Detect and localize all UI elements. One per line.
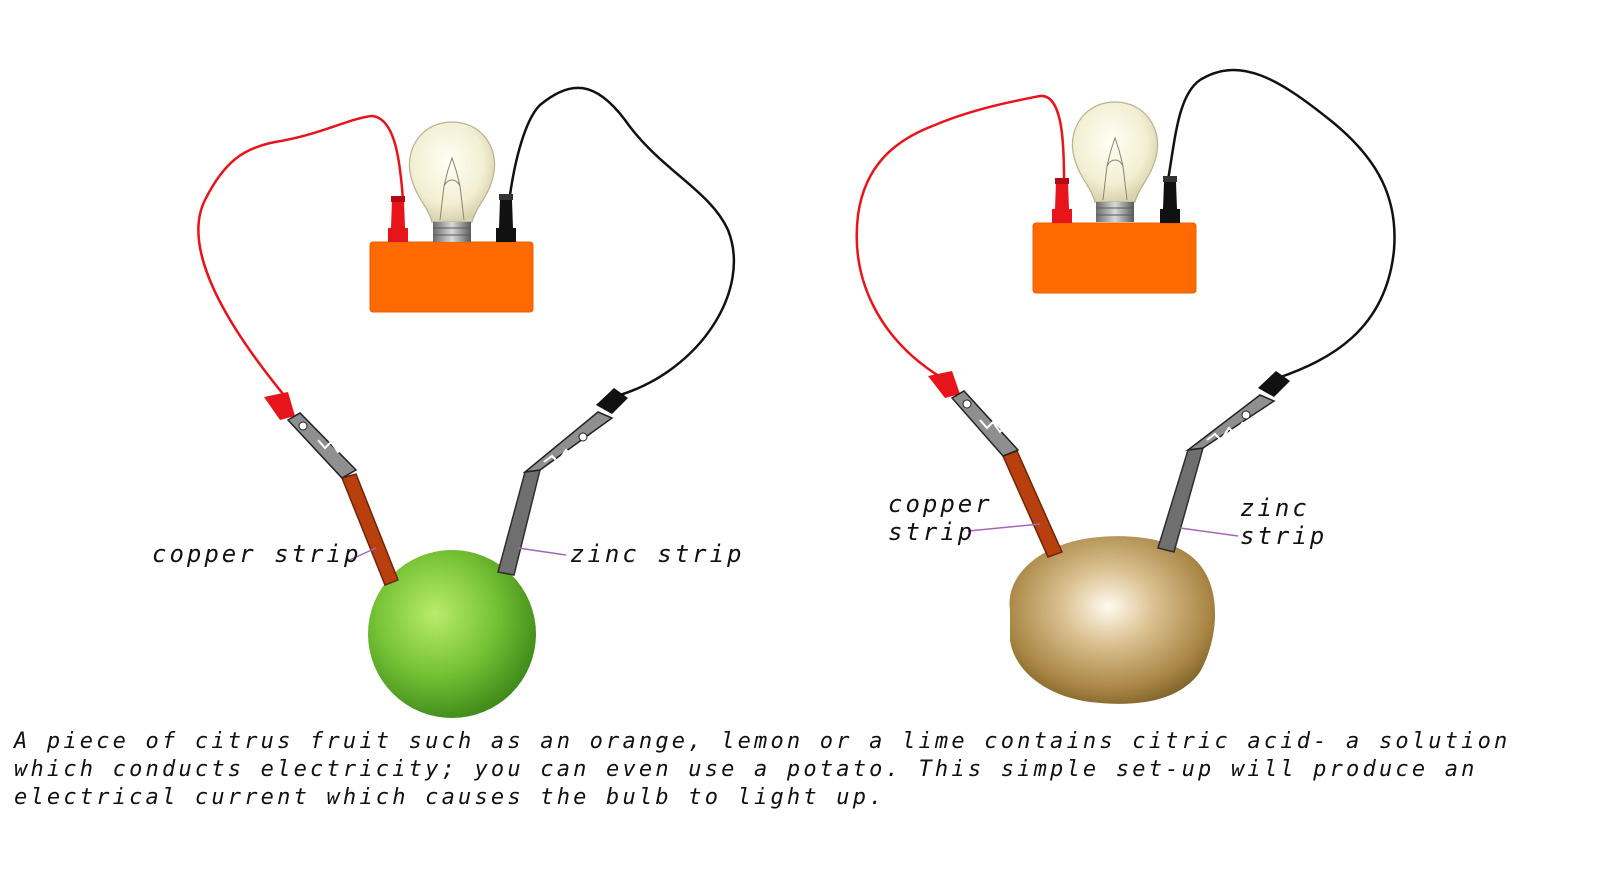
red-terminal bbox=[388, 196, 408, 242]
zinc-strip-label: zinc strip bbox=[1240, 494, 1327, 550]
copper-leader-line bbox=[344, 547, 377, 563]
zinc-strip-label: zinc strip bbox=[570, 540, 745, 568]
copper-label-line-1: copper bbox=[888, 490, 993, 518]
red-wire bbox=[197, 114, 405, 401]
zinc-leader-line bbox=[517, 547, 567, 556]
light-bulb bbox=[408, 121, 496, 242]
red-clip bbox=[264, 392, 358, 479]
zinc-leader-line bbox=[1179, 527, 1239, 537]
zinc-label-line-1: zinc bbox=[1240, 494, 1310, 522]
potato-setup: copper strip zinc strip bbox=[855, 68, 1396, 704]
copper-strip-label: copper strip bbox=[888, 490, 1010, 546]
potato bbox=[1009, 536, 1216, 704]
black-wire bbox=[1166, 68, 1396, 380]
black-clip bbox=[522, 388, 628, 474]
zinc-strip bbox=[497, 469, 541, 576]
red-wire bbox=[855, 94, 1066, 380]
bulb-holder-box bbox=[369, 241, 534, 313]
caption: A piece of citrus fruit such as an orang… bbox=[14, 728, 1584, 812]
red-clip bbox=[928, 371, 1020, 457]
red-terminal bbox=[1052, 178, 1072, 223]
black-terminal bbox=[496, 194, 516, 242]
copper-strip bbox=[340, 473, 399, 586]
lime-fruit bbox=[368, 550, 536, 718]
lime-setup: copper strip zinc strip bbox=[152, 86, 745, 718]
bulb-holder-box bbox=[1032, 222, 1197, 294]
zinc-label-line-2: strip bbox=[1240, 522, 1327, 550]
copper-strip-label: copper strip bbox=[152, 540, 361, 568]
black-terminal bbox=[1160, 176, 1180, 223]
copper-leader-line bbox=[967, 523, 1041, 532]
caption-line-2: which conducts electricity; you can even… bbox=[14, 757, 1478, 782]
zinc-strip bbox=[1157, 447, 1205, 553]
light-bulb bbox=[1071, 101, 1159, 222]
black-wire bbox=[508, 86, 736, 397]
caption-line-3: electrical current which causes the bulb… bbox=[14, 785, 886, 810]
copper-strip bbox=[1001, 450, 1064, 558]
caption-line-1: A piece of citrus fruit such as an orang… bbox=[14, 729, 1511, 754]
black-clip bbox=[1185, 371, 1290, 452]
copper-label-line-2: strip bbox=[888, 518, 975, 546]
